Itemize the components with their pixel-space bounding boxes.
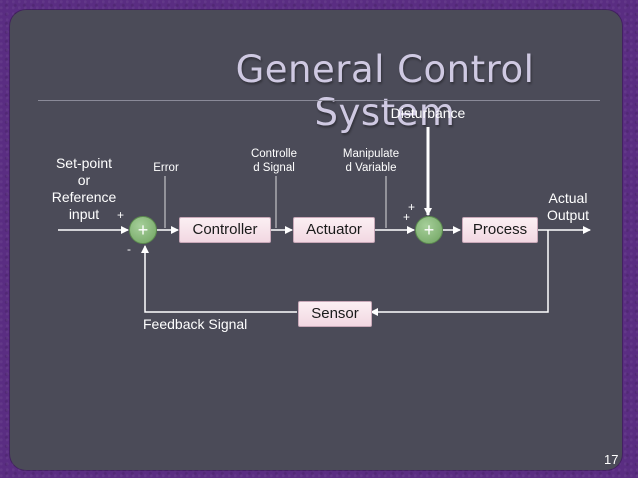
feedback-minus-sign: - — [127, 242, 131, 256]
actual-output-label: Actual Output — [546, 190, 590, 223]
title-divider — [38, 100, 600, 101]
disturbance-summing-junction: + — [415, 216, 443, 244]
page-number: 17 — [604, 452, 619, 467]
disturbance-label: Disturbance — [390, 105, 466, 121]
output-to-sensor-line — [370, 230, 549, 316]
error-summing-junction: + — [129, 216, 157, 244]
process-block: Process — [462, 217, 538, 243]
setpoint-label: Set-point or Reference input — [51, 155, 117, 222]
actuator-block: Actuator — [293, 217, 375, 243]
manipulated-plus-sign: + — [403, 210, 411, 224]
feedback-signal-label: Feedback Signal — [143, 316, 248, 332]
feedback-line — [141, 245, 297, 313]
manipulated-variable-label: Manipulate d Variable — [342, 148, 400, 174]
slide-title: General Control System — [235, 48, 535, 134]
error-label: Error — [153, 162, 179, 174]
setpoint-plus-sign: + — [117, 208, 125, 222]
controller-block: Controller — [179, 217, 271, 243]
controlled-signal-label: Controlle d Signal — [250, 148, 298, 174]
disturbance-plus-sign: + — [408, 200, 416, 214]
sensor-block: Sensor — [298, 301, 372, 327]
